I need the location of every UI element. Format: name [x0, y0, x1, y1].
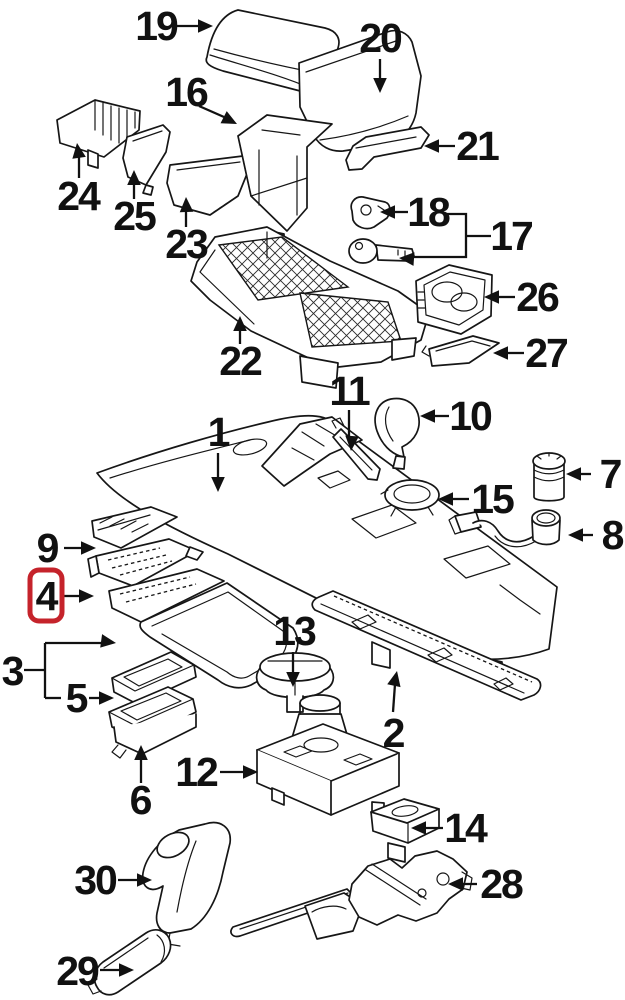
- part-trim-strip-small: [331, 417, 381, 481]
- arrowhead-icon-15: [438, 492, 453, 506]
- part-lighter-socket: [448, 509, 561, 548]
- callout-label-17: 17: [490, 213, 532, 259]
- callout-label-27: 27: [525, 330, 567, 376]
- part-armrest-bracket: [345, 126, 430, 171]
- arrowhead-icon-21: [424, 139, 439, 153]
- callout-label-12: 12: [175, 749, 218, 795]
- arrowhead-icon-14: [411, 821, 426, 835]
- callout-label-26: 26: [516, 274, 559, 320]
- callout-label-19: 19: [135, 3, 178, 49]
- callout-label-1: 1: [208, 409, 230, 455]
- part-lighter: [532, 452, 566, 502]
- callout-label-9: 9: [37, 525, 59, 571]
- arrowhead-icon-27: [493, 346, 508, 360]
- callout-label-28: 28: [480, 861, 523, 907]
- callout-label-5: 5: [66, 675, 88, 721]
- callout-label-3: 3: [2, 648, 24, 694]
- arrowhead-icon-13: [286, 672, 300, 687]
- part-handbrake-boot: [141, 821, 232, 947]
- arrowhead-icon-3: [100, 634, 116, 648]
- arrowhead-icon-30: [137, 873, 152, 887]
- callout-label-14: 14: [444, 805, 488, 851]
- arrowhead-icon-23: [179, 197, 194, 213]
- arrowhead-icon-10: [420, 409, 435, 423]
- part-insert-tray-lower: [108, 686, 197, 759]
- part-trim-ring: [380, 479, 440, 517]
- part-liner-mat-small: [122, 124, 171, 196]
- arrowhead-icon-22: [233, 316, 247, 331]
- callout-label-25: 25: [113, 193, 156, 239]
- arrowhead-icon-26: [484, 290, 499, 304]
- part-side-trim: [108, 568, 299, 689]
- part-liner-mat-large: [166, 155, 252, 216]
- arrowhead-icon-6: [134, 745, 148, 760]
- callout-label-18: 18: [407, 189, 450, 235]
- part-shift-boot: [374, 397, 420, 470]
- callout-label-16: 16: [165, 69, 208, 115]
- part-handbrake-grip: [87, 928, 172, 996]
- callout-label-22: 22: [219, 338, 262, 384]
- arrowhead-icon-2: [387, 671, 401, 688]
- part-shelf-cover: [91, 506, 178, 549]
- part-coin-holder: [56, 99, 141, 169]
- leader-line-16: [198, 104, 225, 119]
- arrowhead-icon-24: [72, 143, 86, 159]
- part-rubber-mat: [87, 538, 204, 587]
- callout-label-24: 24: [57, 173, 101, 219]
- arrowhead-icon-5: [99, 691, 114, 705]
- arrowhead-icon-16: [220, 111, 237, 124]
- part-controller-unit: [256, 694, 400, 816]
- arrowhead-icon-29: [119, 963, 134, 977]
- part-insert-tray-upper: [111, 651, 197, 705]
- callout-label-23: 23: [165, 221, 208, 267]
- callout-label-7: 7: [600, 451, 621, 497]
- leader-line-2: [391, 683, 397, 713]
- callout-label-4: 4: [36, 573, 59, 619]
- arrowhead-icon-9: [81, 541, 96, 555]
- arrowhead-icon-20: [373, 78, 387, 93]
- callout-label-11: 11: [329, 368, 370, 414]
- callout-label-20: 20: [359, 15, 402, 61]
- arrowhead-icon-12: [243, 765, 258, 779]
- part-storage-tray: [237, 114, 333, 248]
- callout-label-13: 13: [273, 608, 316, 654]
- part-switch: [370, 798, 440, 863]
- arrowhead-icon-19: [198, 19, 213, 33]
- arrowhead-icon-25: [127, 170, 141, 185]
- callout-label-2: 2: [383, 710, 405, 756]
- arrowhead-icon-8: [568, 528, 583, 542]
- callout-label-6: 6: [130, 777, 152, 823]
- part-cupholder: [415, 264, 493, 335]
- arrowhead-icon-7: [566, 467, 581, 481]
- arrowhead-icon-11: [345, 435, 359, 451]
- arrowhead-icon-18: [380, 205, 395, 219]
- part-handbrake-lever: [230, 850, 473, 940]
- arrowhead-icon-18: [399, 252, 415, 266]
- part-key-remote: [350, 196, 391, 230]
- callout-label-30: 30: [74, 857, 117, 903]
- arrowhead-icon-28: [448, 877, 463, 891]
- callout-label-29: 29: [56, 948, 99, 994]
- callout-label-8: 8: [602, 512, 624, 558]
- part-sill-strip: [311, 590, 542, 701]
- leader-line-18: [413, 212, 468, 259]
- part-console-carrier: [190, 226, 430, 389]
- callout-label-21: 21: [456, 123, 499, 169]
- highlight-box-callout-4: [27, 567, 65, 624]
- callout-label-10: 10: [449, 393, 492, 439]
- arrowhead-icon-4: [79, 589, 94, 603]
- callout-label-15: 15: [471, 476, 514, 522]
- part-cupholder-lid: [421, 335, 500, 367]
- arrowhead-icon-1: [211, 477, 225, 492]
